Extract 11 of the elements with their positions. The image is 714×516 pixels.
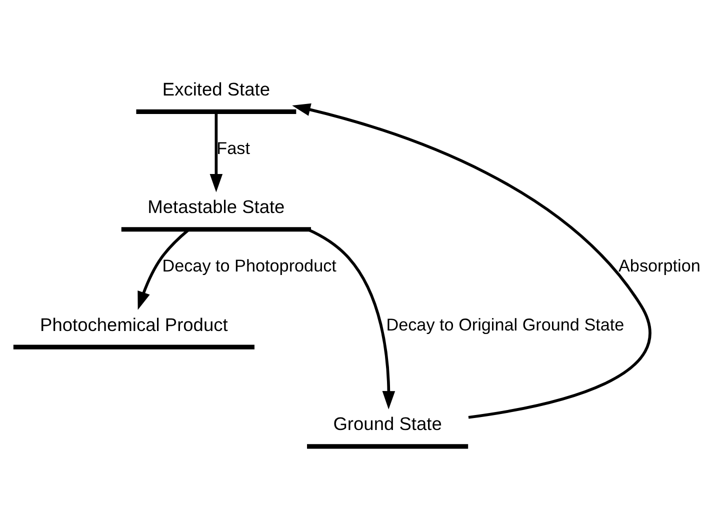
edge-label: Decay to Photoproduct	[162, 255, 336, 276]
arrow	[210, 111, 223, 192]
arrow	[292, 102, 652, 418]
node-text: Metastable State	[148, 196, 285, 217]
edge-label: Fast	[216, 137, 250, 158]
node-text: Ground State	[333, 412, 442, 434]
node-text: Photochemical Product	[40, 313, 228, 334]
arrow	[307, 228, 396, 409]
edge-label: Decay to Original Ground State	[386, 314, 624, 334]
edge-label: Absorption	[618, 255, 700, 276]
node-text: Excited State	[162, 78, 270, 99]
